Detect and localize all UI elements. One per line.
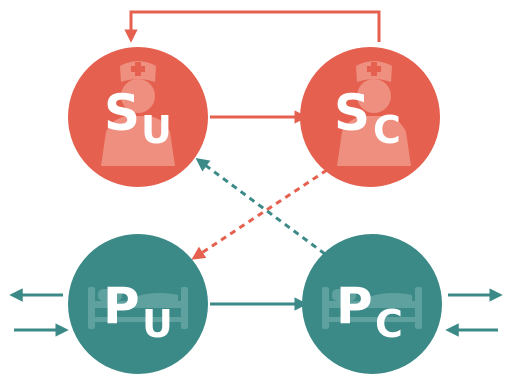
node-label-main: P (103, 277, 140, 335)
node-label-main: S (104, 84, 140, 142)
node-label-sub: U (142, 302, 173, 346)
node-label-sub: U (141, 108, 172, 152)
node-label-main: S (334, 84, 370, 142)
node-patient-colonized: P C (302, 234, 442, 374)
node-staff-uncolonized: S U (68, 47, 208, 187)
dashed-arrow-pc-to-su (195, 157, 326, 256)
node-label-sub: C (375, 302, 403, 346)
node-label-sub: C (373, 108, 401, 152)
node-patient-uncolonized: P U (68, 234, 208, 374)
node-staff-colonized: S C (300, 47, 440, 187)
node-label-main: P (336, 277, 373, 335)
nurse-icon (337, 61, 411, 166)
dashed-arrow-sc-to-pu (191, 168, 328, 260)
nurse-icon (101, 61, 175, 166)
feedback-arrow-sc-to-su (124, 10, 381, 43)
